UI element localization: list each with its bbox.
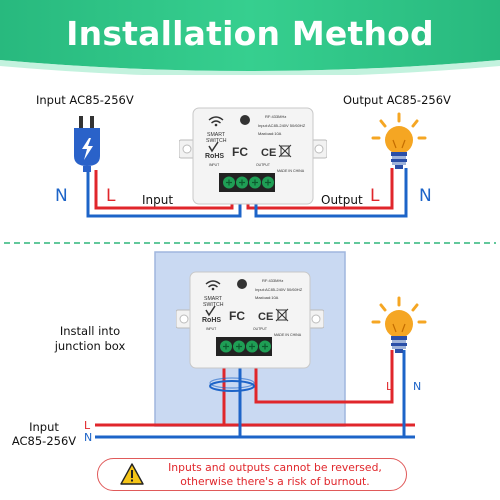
svg-text:INPUT: INPUT bbox=[209, 163, 219, 167]
svg-text:CE: CE bbox=[258, 311, 273, 323]
svg-text:RF:433MHz: RF:433MHz bbox=[262, 278, 283, 283]
svg-text:MADE IN CHINA: MADE IN CHINA bbox=[274, 333, 302, 337]
svg-text:SWITCH: SWITCH bbox=[203, 302, 224, 308]
svg-text:MADE IN CHINA: MADE IN CHINA bbox=[277, 169, 305, 173]
svg-text:FC: FC bbox=[229, 309, 245, 323]
mains-neutral-label: N bbox=[84, 431, 93, 444]
input-voltage-label: Input AC85-256V bbox=[36, 93, 134, 107]
title-banner bbox=[0, 0, 500, 75]
lamp-live-label: L bbox=[386, 380, 393, 393]
live-label-right: L bbox=[370, 186, 380, 206]
svg-text:SMART: SMART bbox=[204, 296, 223, 302]
output-wire-label: Output bbox=[321, 193, 363, 207]
svg-text:OUTPUT: OUTPUT bbox=[253, 327, 267, 331]
svg-text:Input:AC85-240V 50/60HZ: Input:AC85-240V 50/60HZ bbox=[255, 287, 303, 292]
lamp-neutral-label: N bbox=[413, 380, 422, 393]
bulb-icon bbox=[371, 112, 427, 169]
neutral-label-left: N bbox=[55, 186, 68, 206]
trash-bin-icon bbox=[275, 308, 289, 322]
install-instruction: Install into junction box bbox=[54, 324, 126, 353]
smart-switch-device-top: SMART SWITCH RF:433MHz Input:AC85-240V 5… bbox=[179, 107, 327, 205]
svg-text:OUTPUT: OUTPUT bbox=[256, 163, 270, 167]
svg-text:Maxload:10A: Maxload:10A bbox=[255, 295, 279, 300]
svg-text:SMART: SMART bbox=[207, 132, 226, 138]
live-label-left: L bbox=[106, 186, 116, 206]
svg-text:CE: CE bbox=[261, 147, 276, 159]
input-wire-label: Input bbox=[142, 193, 174, 207]
svg-text:Input:AC85-240V 50/60HZ: Input:AC85-240V 50/60HZ bbox=[258, 123, 306, 128]
warning-banner bbox=[97, 458, 407, 491]
output-voltage-label: Output AC85-256V bbox=[343, 93, 451, 107]
top-wiring-diagram bbox=[86, 168, 408, 218]
mains-live-label: L bbox=[84, 419, 91, 432]
svg-text:SWITCH: SWITCH bbox=[206, 138, 227, 144]
smart-switch-device-bottom: SMART SWITCH RF:433MHz Input:AC85-240V 5… bbox=[176, 271, 324, 369]
section-divider bbox=[4, 242, 496, 244]
svg-text:RF:433MHz: RF:433MHz bbox=[265, 114, 286, 119]
svg-text:Maxload:10A: Maxload:10A bbox=[258, 131, 282, 136]
warning-message: Inputs and outputs cannot be reversed, o… bbox=[168, 461, 382, 488]
mains-input-label: Input AC85-256V bbox=[11, 420, 77, 448]
svg-text:RoHS: RoHS bbox=[202, 317, 221, 324]
plug-icon bbox=[74, 116, 100, 172]
svg-text:INPUT: INPUT bbox=[206, 327, 216, 331]
svg-text:RoHS: RoHS bbox=[205, 153, 224, 160]
bulb-icon bbox=[371, 296, 427, 353]
wifi-icon bbox=[205, 280, 221, 288]
svg-text:FC: FC bbox=[232, 145, 248, 159]
wifi-icon bbox=[208, 116, 224, 124]
warning-icon bbox=[120, 463, 144, 485]
neutral-label-right: N bbox=[419, 186, 432, 206]
page-title: Installation Method bbox=[66, 14, 434, 53]
trash-bin-icon bbox=[278, 144, 292, 158]
